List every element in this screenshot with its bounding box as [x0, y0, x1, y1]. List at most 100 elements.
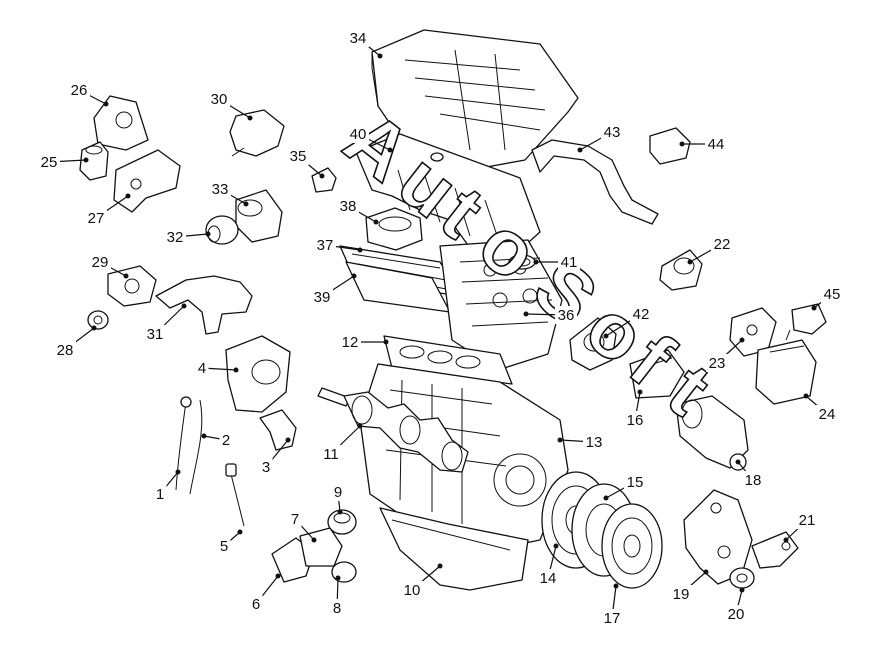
callout-45[interactable]: 45	[811, 285, 844, 311]
part-cover-plate[interactable]	[225, 335, 291, 413]
callout-37[interactable]: 37	[314, 236, 363, 254]
callout-label-bg	[311, 288, 333, 306]
part-cap-8[interactable]	[331, 561, 357, 583]
callout-1[interactable]: 1	[153, 469, 181, 504]
callout-label-bg	[144, 325, 166, 343]
part-bushing-20[interactable]	[729, 567, 755, 589]
part-sensor[interactable]	[629, 349, 685, 399]
callout-36[interactable]: 36	[523, 306, 578, 324]
callout-35[interactable]: 35	[287, 147, 325, 179]
callout-11[interactable]: 11	[320, 423, 363, 464]
part-engine-mount-26[interactable]	[93, 95, 149, 151]
part-bracket-23[interactable]	[729, 307, 777, 357]
part-filter-33[interactable]	[235, 189, 283, 243]
callout-30[interactable]: 30	[208, 90, 253, 121]
callout-dot-10	[437, 563, 443, 569]
callout-number: 44	[708, 136, 725, 153]
callout-12[interactable]: 12	[339, 333, 389, 351]
callout-44[interactable]: 44	[679, 135, 728, 153]
part-o-ring[interactable]	[508, 254, 536, 270]
callout-17[interactable]: 17	[601, 583, 623, 628]
callout-label-bg	[54, 341, 76, 359]
callout-24[interactable]: 24	[803, 393, 839, 424]
part-oil-pan[interactable]	[379, 507, 529, 591]
callout-41[interactable]: 41	[533, 253, 581, 271]
callout-38[interactable]: 38	[337, 197, 379, 225]
callout-7[interactable]: 7	[288, 510, 317, 543]
part-expansion-tank[interactable]	[755, 329, 817, 405]
callout-10[interactable]: 10	[401, 563, 443, 600]
callout-25[interactable]: 25	[38, 153, 89, 171]
part-sensor-35[interactable]	[311, 167, 337, 193]
part-valve-30[interactable]	[229, 109, 285, 157]
part-cap-9[interactable]	[327, 509, 357, 535]
part-housing-7[interactable]	[299, 527, 343, 567]
callout-dot-29	[123, 273, 129, 279]
callout-21[interactable]: 21	[783, 511, 819, 543]
callout-number: 42	[633, 306, 650, 323]
callout-20[interactable]: 20	[725, 587, 747, 624]
part-throttle-body[interactable]	[365, 207, 423, 251]
part-mount-arm[interactable]	[751, 531, 799, 569]
callout-8[interactable]: 8	[330, 575, 344, 618]
part-rubber-mount-25[interactable]	[79, 141, 109, 181]
callout-14[interactable]: 14	[537, 543, 559, 588]
callout-label-bg	[89, 253, 111, 271]
part-crankshaft[interactable]	[317, 387, 469, 473]
callout-label-bg	[249, 595, 263, 613]
part-pipe-assembly[interactable]	[155, 275, 253, 335]
callout-6[interactable]: 6	[249, 573, 281, 614]
callout-3[interactable]: 3	[259, 437, 291, 477]
callout-number: 13	[586, 434, 603, 451]
part-hydraulic-mount[interactable]	[659, 249, 703, 291]
part-cylinder-head[interactable]	[439, 239, 563, 371]
part-bushing-32[interactable]	[205, 215, 239, 245]
callout-dot-35	[319, 173, 325, 179]
callout-15[interactable]: 15	[603, 473, 647, 501]
part-dipstick[interactable]	[175, 396, 192, 491]
callout-31[interactable]: 31	[144, 303, 187, 344]
part-coolant-hose[interactable]	[531, 139, 659, 225]
callout-33[interactable]: 33	[209, 180, 249, 207]
callout-27[interactable]: 27	[85, 193, 131, 228]
callout-16[interactable]: 16	[624, 389, 646, 430]
callout-4[interactable]: 4	[195, 359, 239, 377]
part-water-pump[interactable]	[107, 265, 157, 307]
callout-label-bg	[219, 431, 233, 449]
callout-9[interactable]: 9	[331, 483, 345, 515]
part-mount-bushing-42[interactable]	[569, 317, 617, 371]
callout-2[interactable]: 2	[201, 431, 233, 449]
callout-22[interactable]: 22	[687, 235, 734, 265]
part-rod-5[interactable]	[225, 463, 245, 527]
callout-dot-27	[125, 193, 131, 199]
part-dipstick-tube[interactable]	[189, 399, 203, 495]
callout-number: 3	[262, 459, 270, 476]
callout-26[interactable]: 26	[68, 81, 109, 107]
callout-42[interactable]: 42	[603, 305, 653, 339]
callout-number: 21	[799, 512, 816, 529]
callout-23[interactable]: 23	[706, 337, 745, 373]
callout-label-bg	[287, 147, 309, 165]
part-oil-pickup[interactable]	[259, 409, 297, 451]
callout-39[interactable]: 39	[311, 273, 357, 307]
part-tank-cap[interactable]	[791, 303, 827, 335]
callout-dot-21	[783, 537, 789, 543]
part-head-gasket[interactable]	[383, 335, 513, 385]
callout-number: 37	[317, 237, 334, 254]
callout-43[interactable]: 43	[577, 123, 624, 153]
callout-13[interactable]: 13	[557, 433, 606, 451]
part-pulley[interactable]	[87, 310, 109, 330]
callout-28[interactable]: 28	[54, 325, 97, 360]
part-module-44[interactable]	[649, 127, 691, 165]
callout-40[interactable]: 40	[347, 125, 393, 153]
callout-5[interactable]: 5	[217, 529, 243, 556]
callout-32[interactable]: 32	[164, 228, 211, 246]
part-bracket-27[interactable]	[113, 149, 181, 213]
callout-number: 14	[540, 570, 557, 587]
callout-label-bg	[259, 458, 273, 476]
callout-29[interactable]: 29	[89, 253, 129, 279]
callout-34[interactable]: 34	[347, 29, 383, 59]
callout-19[interactable]: 19	[670, 569, 709, 604]
callout-18[interactable]: 18	[735, 459, 765, 490]
part-clutch-disc[interactable]	[601, 503, 663, 589]
